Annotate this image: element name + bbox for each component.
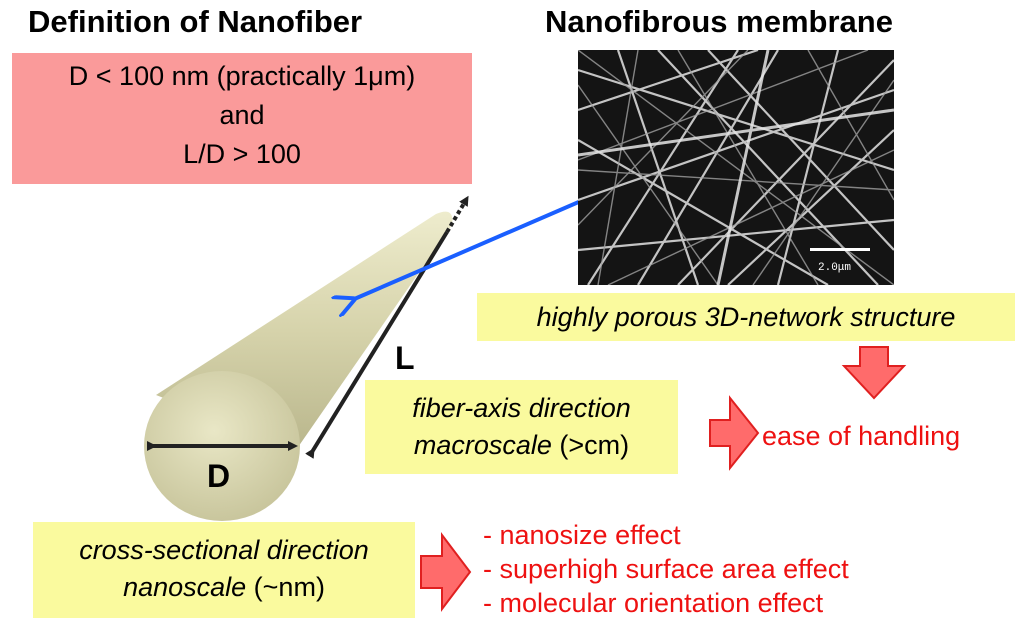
- fiber-axis-direction: fiber-axis direction: [412, 393, 631, 423]
- porous-structure-box: highly porous 3D-network structure: [477, 293, 1015, 341]
- nanoscale-label: nanoscale: [123, 572, 247, 602]
- right-block-arrow-handling: [709, 395, 760, 471]
- cross-section-scale: nanoscale (~nm): [33, 569, 415, 606]
- sem-image: 2.0μm: [578, 50, 894, 285]
- definition-and: and: [219, 100, 265, 130]
- macroscale-label: macroscale: [413, 430, 552, 460]
- down-block-arrow: [841, 346, 907, 400]
- definition-aspect-ratio: L/D > 100: [183, 139, 301, 169]
- sem-scale-label: 2.0μm: [818, 262, 851, 274]
- cross-section-box: cross-sectional direction nanoscale (~nm…: [33, 522, 415, 618]
- nanoscale-range: (~nm): [246, 572, 325, 602]
- length-label: L: [395, 340, 415, 376]
- sem-fiber-network: 2.0μm: [578, 50, 894, 285]
- effects-list: - nanosize effect - superhigh surface ar…: [483, 518, 849, 620]
- cross-sectional-direction: cross-sectional direction: [79, 535, 369, 565]
- fiber-axis-scale: macroscale (>cm): [365, 427, 678, 464]
- diameter-label: D: [207, 458, 231, 494]
- definition-diameter: D < 100 nm (practically 1μm): [68, 61, 416, 91]
- ease-of-handling: ease of handling: [762, 421, 961, 451]
- fiber-axis-box: fiber-axis direction macroscale (>cm): [365, 380, 678, 474]
- length-arrow-dotted: [445, 195, 469, 234]
- effect-nanosize: - nanosize effect: [483, 520, 681, 550]
- definition-title: Definition of Nanofiber: [28, 4, 363, 39]
- macroscale-range: (>cm): [551, 430, 630, 460]
- membrane-title: Nanofibrous membrane: [545, 4, 893, 39]
- definition-box: D < 100 nm (practically 1μm) and L/D > 1…: [12, 53, 472, 184]
- right-block-arrow-effects: [420, 532, 472, 612]
- effect-molecular-orientation: - molecular orientation effect: [483, 588, 824, 618]
- effect-surface-area: - superhigh surface area effect: [483, 554, 849, 584]
